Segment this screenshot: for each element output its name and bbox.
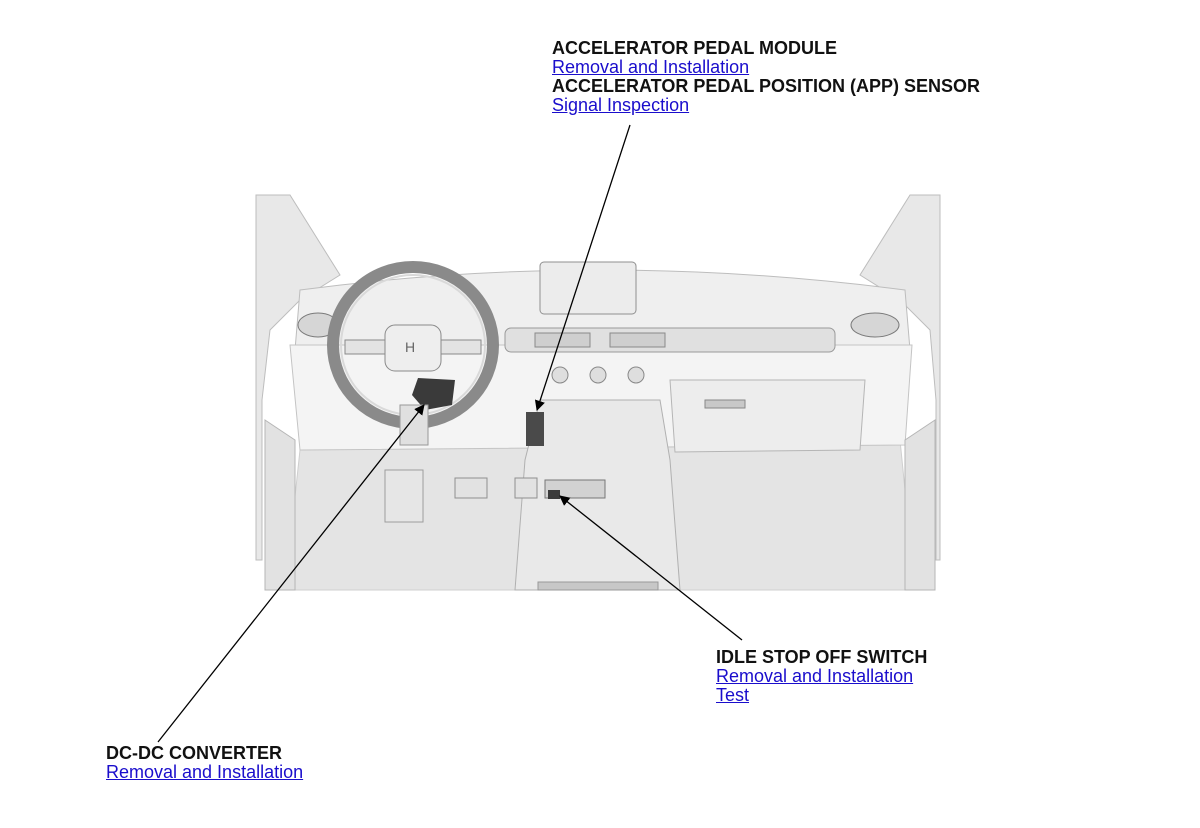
right-a-pillar	[859, 194, 941, 561]
steering-spoke-right	[440, 339, 482, 355]
climate-knob-center	[589, 366, 607, 384]
left-door-panel	[264, 419, 296, 591]
glove-box-handle	[704, 399, 746, 409]
climate-knob-left	[551, 366, 569, 384]
idle-stop-off-switch-title: IDLE STOP OFF SWITCH	[716, 647, 928, 667]
left-footrest	[384, 469, 424, 523]
dc-dc-converter-removal-link[interactable]: Removal and Installation	[106, 762, 304, 782]
dc-dc-converter-title: DC-DC CONVERTER	[106, 743, 283, 763]
idle-stop-off-switch-part	[548, 490, 560, 499]
rear-console-vent	[537, 581, 659, 591]
leader-dc-dc-converter	[157, 404, 425, 743]
app-sensor-title: ACCELERATOR PEDAL POSITION (APP) SENSOR	[552, 76, 981, 96]
center-vent-right	[609, 332, 666, 348]
right-side-vent	[850, 312, 900, 338]
brake-pedal	[454, 477, 488, 499]
leader-accelerator-pedal-module	[534, 124, 631, 411]
steering-spoke-left	[344, 339, 386, 355]
accelerator-pedal-module-title: ACCELERATOR PEDAL MODULE	[552, 38, 838, 58]
honda-logo-icon: H	[405, 339, 415, 355]
center-display	[539, 261, 637, 315]
dc-dc-converter-part	[412, 378, 455, 410]
glove-box	[669, 379, 866, 453]
climate-knob-right	[627, 366, 645, 384]
callout-accelerator-pedal: ACCELERATOR PEDAL MODULE Removal and Ins…	[552, 39, 980, 115]
accelerator-pedal	[514, 477, 538, 499]
callout-dc-dc-converter: DC-DC CONVERTER Removal and Installation	[106, 744, 303, 782]
callout-idle-stop-off-switch: IDLE STOP OFF SWITCH Removal and Install…	[716, 648, 927, 705]
accelerator-pedal-module-part	[526, 412, 544, 446]
leader-idle-stop-off-switch	[559, 495, 743, 641]
idle-stop-off-switch-removal-link[interactable]: Removal and Installation	[716, 666, 914, 686]
app-sensor-signal-inspection-link[interactable]: Signal Inspection	[552, 95, 690, 115]
idle-stop-off-switch-test-link[interactable]: Test	[716, 685, 750, 705]
left-a-pillar	[255, 194, 341, 561]
right-door-panel	[904, 419, 936, 591]
accelerator-pedal-module-removal-link[interactable]: Removal and Installation	[552, 57, 750, 77]
